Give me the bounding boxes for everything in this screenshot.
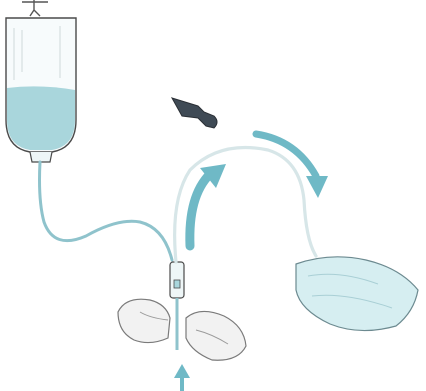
upward-arrow-icon xyxy=(190,164,226,246)
iv-fluid xyxy=(7,86,75,150)
bottom-arrow-icon xyxy=(174,364,190,391)
gauze-pad-icon xyxy=(296,257,418,331)
hanger-hook-icon xyxy=(22,0,48,16)
iv-tubing-line xyxy=(40,162,173,260)
removed-cap-icon xyxy=(172,98,217,128)
drip-chamber-icon xyxy=(170,262,184,350)
iv-bag-icon xyxy=(6,18,76,162)
gloved-hands-icon xyxy=(118,299,246,360)
